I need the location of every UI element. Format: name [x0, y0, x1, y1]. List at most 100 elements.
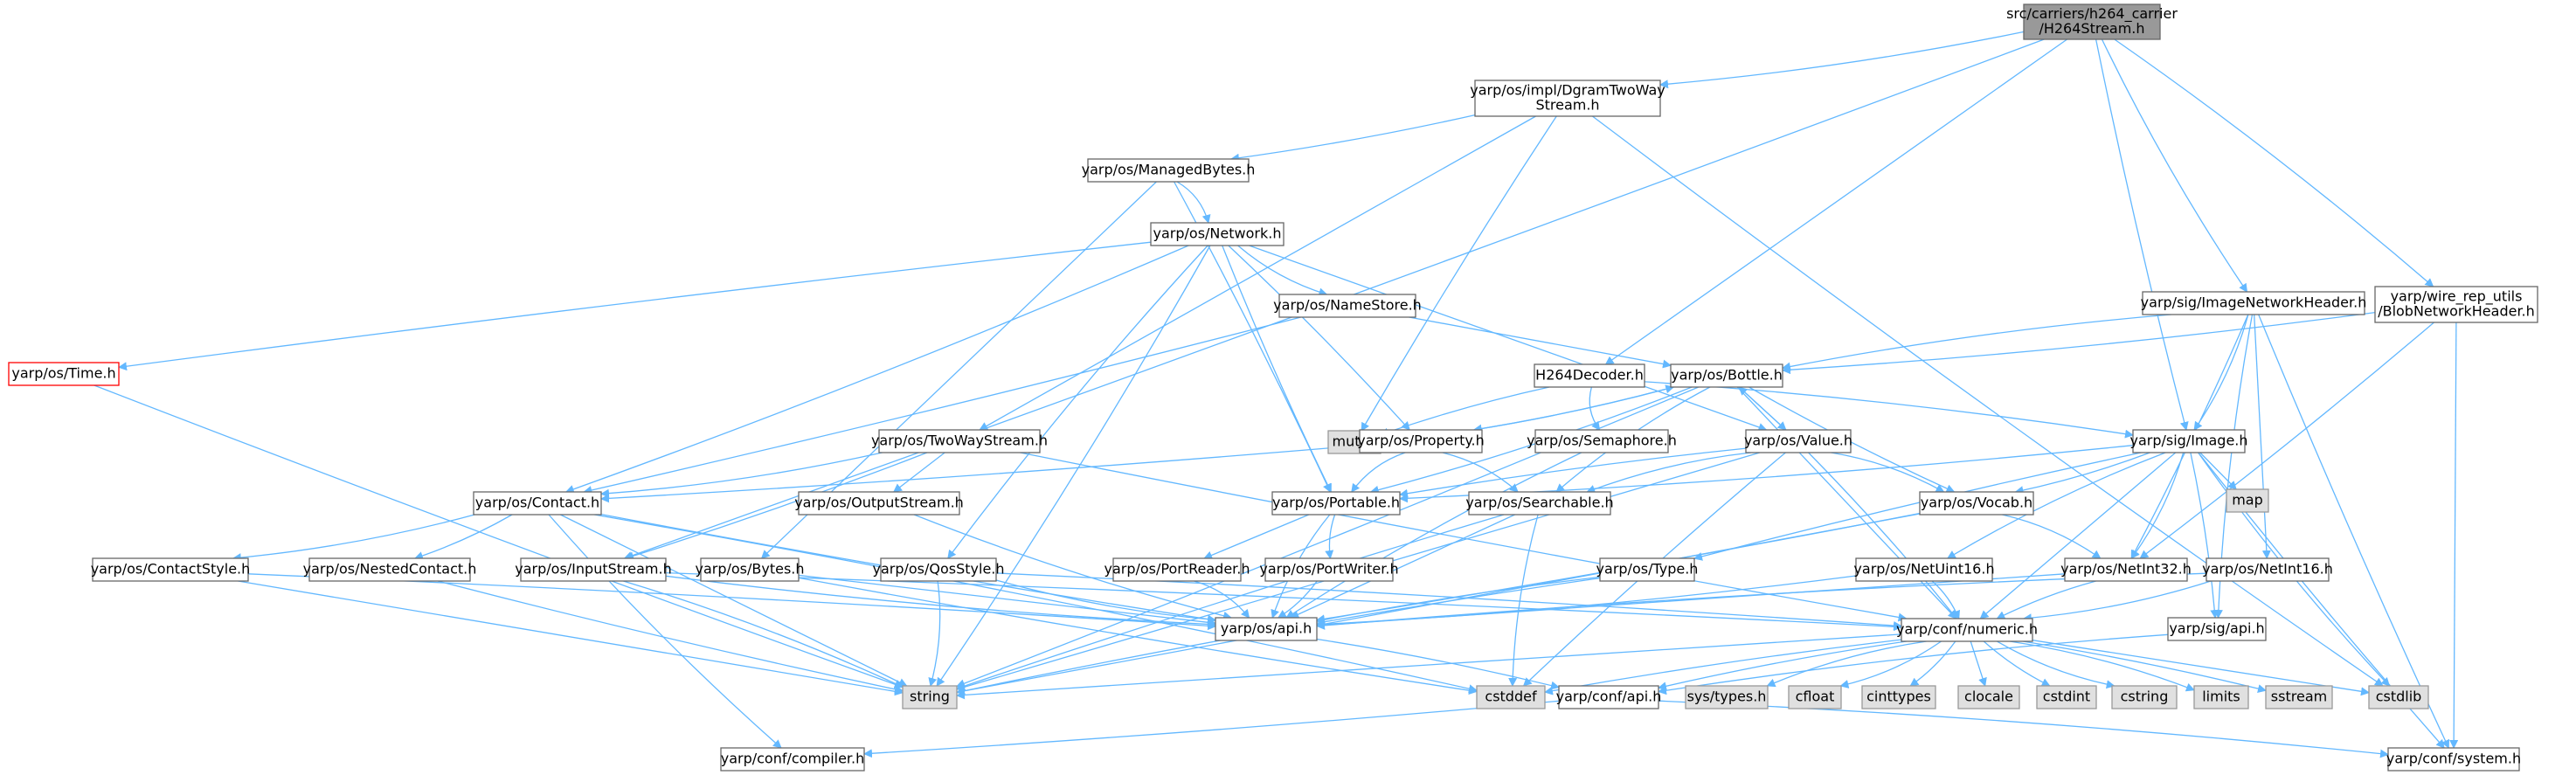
node-label-map: map [2232, 492, 2263, 509]
node-outputstream[interactable]: yarp/os/OutputStream.h [794, 491, 964, 516]
edge-imgnethdr-to-system [2258, 314, 2450, 749]
node-label-wirerep-line-2: /BlobNetworkHeader.h [2378, 303, 2535, 320]
node-box-value [1745, 429, 1852, 453]
node-clocale: clocale [1957, 685, 2020, 709]
node-netint16[interactable]: yarp/os/NetInt16.h [2202, 557, 2333, 582]
edge-netint32-to-osapi [1316, 573, 2066, 630]
node-label-imgnethdr: yarp/sig/ImageNetworkHeader.h [2141, 294, 2367, 311]
node-box-sigimage [2132, 429, 2246, 453]
node-imgnethdr[interactable]: yarp/sig/ImageNetworkHeader.h [2141, 291, 2367, 315]
node-box-contactstyle [92, 557, 249, 582]
node-numeric[interactable]: yarp/conf/numeric.h [1896, 618, 2038, 642]
edge-sigapi-to-confapi [1658, 633, 2169, 695]
node-searchable[interactable]: yarp/os/Searchable.h [1465, 491, 1614, 516]
node-bytes[interactable]: yarp/os/Bytes.h [695, 557, 805, 582]
node-contact[interactable]: yarp/os/Contact.h [473, 491, 602, 516]
node-label-sstream: sstream [2271, 689, 2327, 705]
edge-h264dec-to-sigimage [1644, 381, 2134, 439]
node-portwriter[interactable]: yarp/os/PortWriter.h [1259, 557, 1399, 582]
node-inputstream[interactable]: yarp/os/InputStream.h [515, 557, 672, 582]
edge-searchable-to-cstddef [1508, 514, 1539, 687]
node-cinttypes: cinttypes [1861, 685, 1936, 709]
edge-numeric-to-cstdint [1983, 640, 2051, 687]
edge-type-to-osapi [1316, 576, 1601, 625]
node-portreader[interactable]: yarp/os/PortReader.h [1104, 557, 1250, 582]
node-portable[interactable]: yarp/os/Portable.h [1271, 491, 1401, 516]
edge-value-to-numeric [1808, 452, 1958, 619]
node-box-wirerep [2374, 286, 2538, 323]
edge-sigimage-to-vocab [2014, 452, 2150, 495]
edge-qosstyle-to-string [928, 580, 941, 687]
edge-root-to-dgram [1659, 31, 2025, 89]
node-label-nestedcontact: yarp/os/NestedContact.h [303, 561, 477, 578]
node-label-compiler: yarp/conf/compiler.h [721, 751, 865, 767]
node-bottle[interactable]: yarp/os/Bottle.h [1670, 363, 1783, 388]
node-box-string [902, 685, 958, 709]
node-system[interactable]: yarp/conf/system.h [2386, 747, 2521, 772]
edge-portwriter-to-osapi [1277, 580, 1318, 619]
node-contactstyle[interactable]: yarp/os/ContactStyle.h [91, 557, 251, 582]
edge-property-to-searchable [1442, 452, 1519, 493]
node-network[interactable]: yarp/os/Network.h [1150, 222, 1285, 246]
node-box-sstream [2265, 685, 2333, 709]
edge-twowaystream-to-contact [600, 452, 883, 498]
node-box-semaphore [1534, 429, 1669, 453]
node-qosstyle[interactable]: yarp/os/QosStyle.h [872, 557, 1005, 582]
node-osapi[interactable]: yarp/os/api.h [1215, 617, 1318, 641]
edge-portreader-to-osapi [1194, 580, 1250, 619]
node-box-property [1359, 429, 1483, 453]
node-box-dgram [1474, 80, 1661, 117]
edge-h264dec-to-semaphore [1589, 386, 1601, 431]
edge-wirerep-to-netint32 [2139, 322, 2434, 559]
node-wirerep[interactable]: yarp/wire_rep_utils/BlobNetworkHeader.h [2374, 286, 2538, 323]
edge-outputstream-to-osapi [913, 514, 1232, 620]
edge-numeric-to-systypes [1766, 640, 1927, 688]
edge-netint32-to-numeric [1996, 580, 2096, 619]
node-nestedcontact[interactable]: yarp/os/NestedContact.h [303, 557, 477, 582]
node-sigapi[interactable]: yarp/sig/api.h [2167, 617, 2267, 641]
node-label-property: yarp/os/Property.h [1357, 432, 1485, 449]
node-box-limits [2193, 685, 2249, 709]
node-type[interactable]: yarp/os/Type.h [1596, 557, 1699, 582]
node-label-network: yarp/os/Network.h [1153, 225, 1282, 242]
node-cstring: cstring [2111, 685, 2178, 709]
edge-inputstream-to-string [623, 580, 904, 688]
node-value[interactable]: yarp/os/Value.h [1744, 429, 1852, 453]
node-box-sigapi [2167, 617, 2267, 641]
node-box-twowaystream [878, 429, 1041, 453]
node-label-twowaystream: yarp/os/TwoWayStream.h [871, 432, 1048, 449]
node-label-portable: yarp/os/Portable.h [1272, 495, 1400, 511]
node-label-clocale: clocale [1964, 689, 2013, 705]
edge-managedbytes-to-network [1176, 181, 1211, 224]
node-time[interactable]: yarp/os/Time.h [8, 362, 120, 386]
node-label-confapi: yarp/conf/api.h [1556, 689, 1662, 705]
node-managedbytes[interactable]: yarp/os/ManagedBytes.h [1082, 158, 1256, 183]
node-netint32[interactable]: yarp/os/NetInt32.h [2060, 557, 2192, 582]
node-netuint16[interactable]: yarp/os/NetUint16.h [1853, 557, 1995, 582]
node-semaphore[interactable]: yarp/os/Semaphore.h [1527, 429, 1677, 453]
node-confapi[interactable]: yarp/conf/api.h [1556, 685, 1662, 709]
node-label-h264dec: H264Decoder.h [1535, 367, 1644, 384]
node-sigimage[interactable]: yarp/sig/Image.h [2129, 429, 2248, 453]
node-box-cstdlib [2368, 685, 2429, 709]
node-h264dec[interactable]: H264Decoder.h [1534, 363, 1645, 388]
node-label-netuint16: yarp/os/NetUint16.h [1853, 561, 1994, 578]
node-label-namestore: yarp/os/NameStore.h [1273, 297, 1422, 314]
node-box-network [1150, 222, 1285, 246]
node-label-netint32: yarp/os/NetInt32.h [2060, 561, 2192, 578]
node-property[interactable]: yarp/os/Property.h [1357, 429, 1485, 453]
node-vocab[interactable]: yarp/os/Vocab.h [1919, 491, 2034, 516]
node-box-searchable [1468, 491, 1611, 516]
node-cstdlib: cstdlib [2368, 685, 2429, 709]
node-label-cstdint: cstdint [2043, 689, 2090, 705]
node-twowaystream[interactable]: yarp/os/TwoWayStream.h [871, 429, 1048, 453]
edge-contactstyle-to-osapi [247, 573, 1216, 631]
node-namestore[interactable]: yarp/os/NameStore.h [1273, 294, 1422, 318]
node-label-cstring: cstring [2121, 689, 2169, 705]
edge-namestore-to-contact [583, 316, 1301, 495]
node-box-bottle [1670, 363, 1783, 388]
edge-qosstyle-to-osapi [995, 579, 1216, 624]
edge-contactstyle-to-string [238, 580, 904, 696]
node-compiler[interactable]: yarp/conf/compiler.h [720, 747, 865, 772]
